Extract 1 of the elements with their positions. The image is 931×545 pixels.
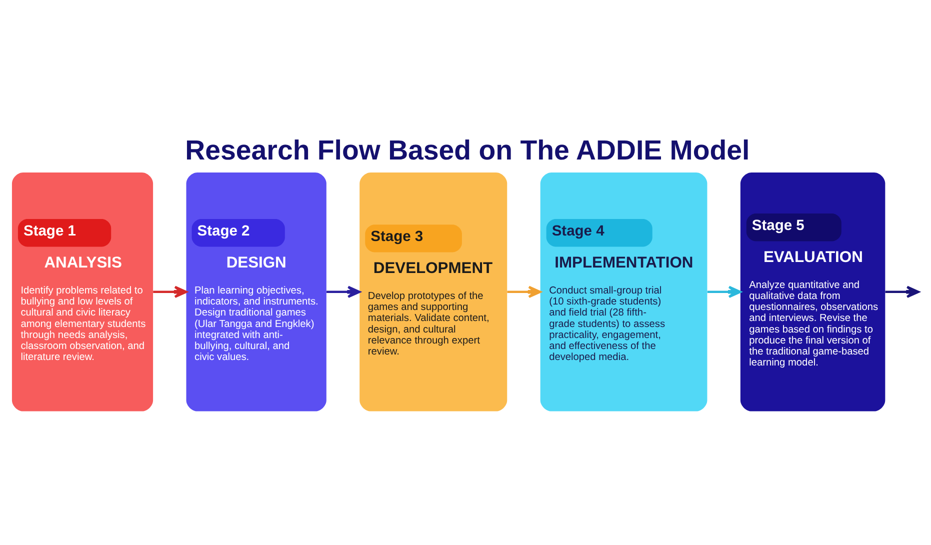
diagram-title: Research Flow Based on The ADDIE Model bbox=[185, 134, 750, 166]
